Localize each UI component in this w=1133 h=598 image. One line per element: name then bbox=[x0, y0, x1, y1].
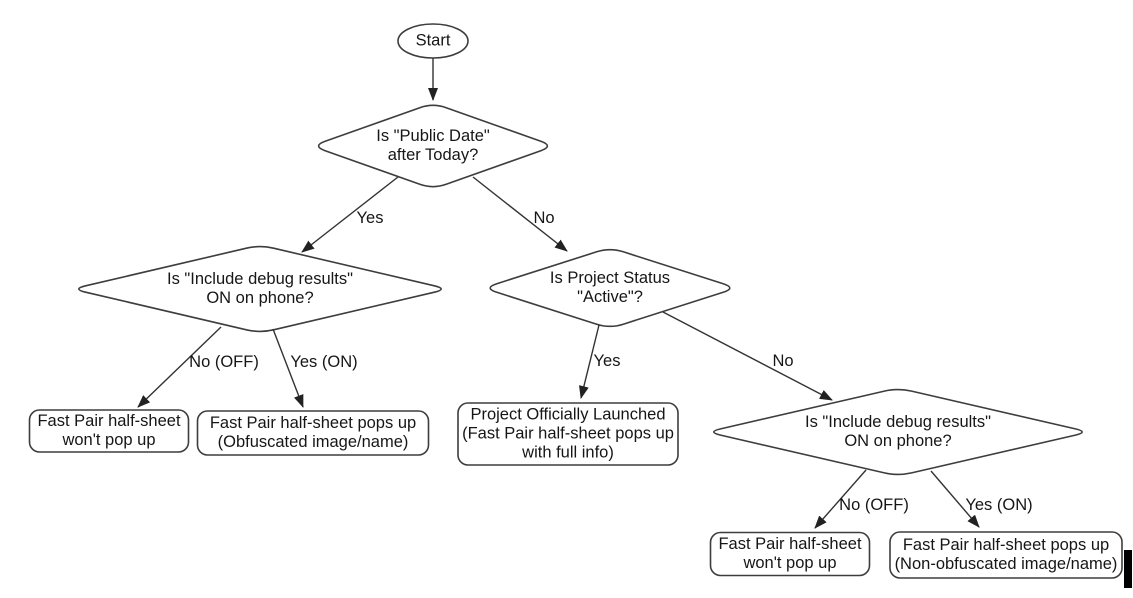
text-cursor-bar bbox=[1124, 550, 1132, 588]
start-node bbox=[397, 23, 469, 59]
edge-debug-left-no-off bbox=[137, 326, 222, 408]
edges-group bbox=[137, 58, 980, 529]
edge-debug-right-no-off bbox=[814, 469, 867, 529]
edge-project-status-yes bbox=[579, 324, 600, 399]
shapes-group bbox=[28, 23, 1123, 579]
edge-public-date-no bbox=[472, 176, 568, 252]
outcome-wont-pop-up-left bbox=[28, 409, 190, 453]
edge-debug-left-yes-on bbox=[272, 328, 304, 408]
outcome-non-obfuscated bbox=[889, 531, 1123, 579]
edge-public-date-yes bbox=[301, 176, 399, 253]
outcome-wont-pop-up-right bbox=[709, 531, 871, 577]
decision-debug-results-right bbox=[713, 388, 1083, 476]
decision-project-status bbox=[489, 248, 731, 328]
outcome-obfuscated bbox=[196, 410, 430, 456]
edge-debug-right-yes-on bbox=[930, 470, 980, 528]
edge-project-status-no bbox=[662, 311, 833, 401]
outcome-officially-launched bbox=[457, 402, 679, 466]
decision-public-date bbox=[317, 104, 549, 188]
decision-debug-results-left bbox=[78, 245, 442, 333]
